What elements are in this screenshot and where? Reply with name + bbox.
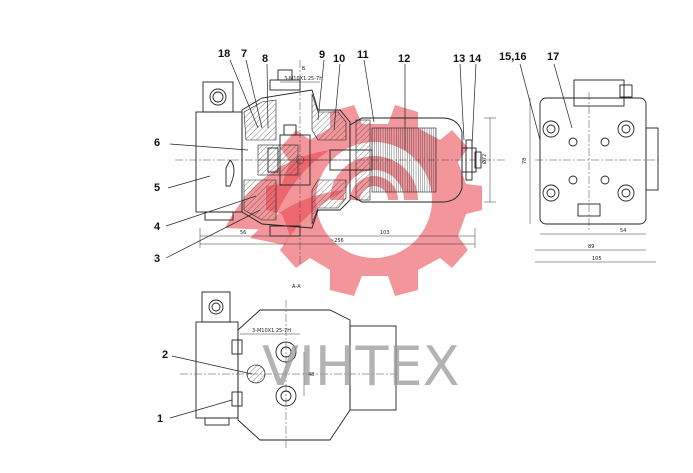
dim-256: ~256 xyxy=(330,238,344,244)
callout-15-16: 15,16 xyxy=(499,51,527,63)
callouts: 18 7 8 9 10 11 12 13 14 15,16 17 6 5 4 3… xyxy=(154,48,559,425)
callout-2: 2 xyxy=(162,349,168,361)
section-mark-bottom: А-А xyxy=(292,284,301,290)
callout-3: 3 xyxy=(154,253,160,265)
dim-105: 105 xyxy=(592,256,602,262)
callout-10: 10 xyxy=(333,53,345,65)
dim-78: 78 xyxy=(522,158,528,164)
dim-56: 56 xyxy=(240,230,246,236)
callout-17: 17 xyxy=(547,51,559,63)
callout-13: 13 xyxy=(453,53,465,65)
callout-1: 1 xyxy=(157,413,163,425)
section-mark-top: Б xyxy=(302,66,306,72)
callout-6: 6 xyxy=(154,137,160,149)
side-view: 78 54 89 105 xyxy=(522,79,660,263)
dim-54: 54 xyxy=(620,228,626,234)
callout-7: 7 xyxy=(241,48,247,60)
callout-18: 18 xyxy=(218,48,230,60)
callout-4: 4 xyxy=(154,221,161,233)
callout-5: 5 xyxy=(154,182,160,194)
dim-48: 48 xyxy=(308,372,314,378)
bottom-view: 3-M10X1.25-7H 48 xyxy=(180,291,400,450)
dim-mid-fitting: 3-M10X1.25-7H xyxy=(252,328,291,334)
leader-lines xyxy=(165,59,573,419)
callout-12: 12 xyxy=(398,53,410,65)
dim-89: 89 xyxy=(588,244,594,250)
callout-14: 14 xyxy=(469,53,482,65)
callout-9: 9 xyxy=(319,49,325,61)
dim-d72: Ø72 xyxy=(481,154,488,164)
callout-8: 8 xyxy=(262,53,268,65)
callout-11: 11 xyxy=(357,49,369,61)
watermark-text: VIHTEX xyxy=(262,335,460,398)
dim-top-fitting: 3-M10X1.25-7H xyxy=(284,76,323,82)
dim-103: 103 xyxy=(380,230,390,236)
